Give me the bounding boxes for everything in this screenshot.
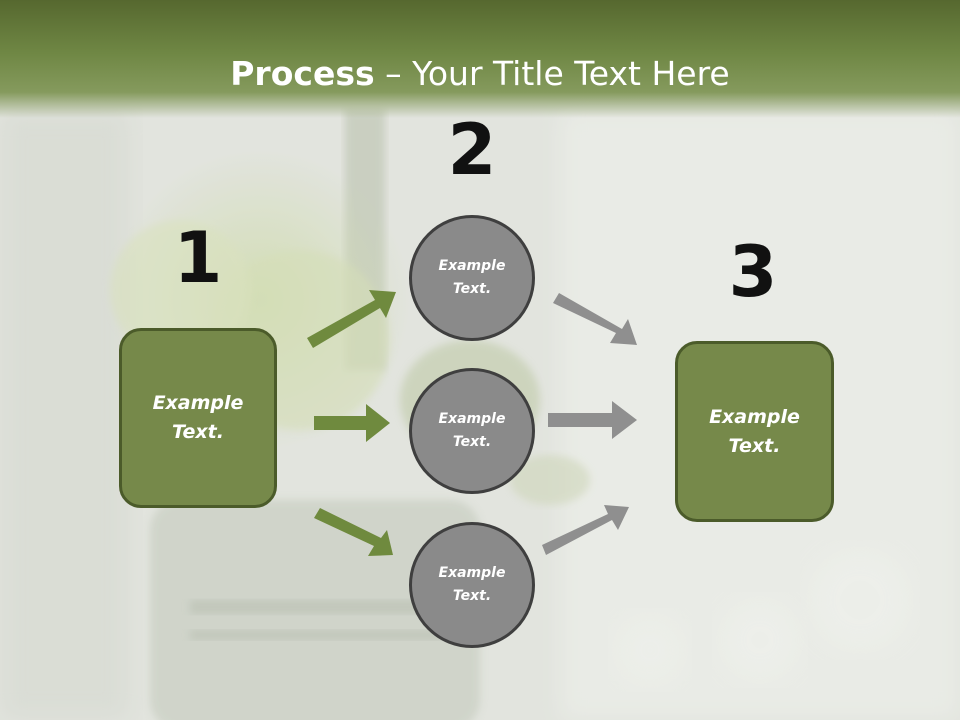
arrow-to-middle-circle: [314, 404, 390, 442]
step-number-3: 3: [728, 231, 778, 313]
step-1-text-line1: Example: [152, 392, 244, 414]
arrow-to-bottom-circle: [314, 508, 393, 556]
step-number-2: 2: [447, 109, 497, 191]
circle-top-line1: Example: [438, 258, 506, 274]
step-3-text-line2: Text.: [728, 434, 781, 457]
slide-title[interactable]: Process – Your Title Text Here: [0, 52, 960, 96]
arrow-to-top-circle: [307, 290, 396, 348]
step-2-circle-top[interactable]: Example Text.: [409, 215, 535, 341]
step-2-circle-bottom[interactable]: Example Text.: [409, 522, 535, 648]
step-3-text-line1: Example: [709, 405, 800, 428]
step-2-circle-middle[interactable]: Example Text.: [409, 368, 535, 494]
circle-bottom-line1: Example: [438, 565, 506, 581]
step-number-1: 1: [173, 217, 223, 299]
arrow-from-bottom-circle: [542, 505, 629, 555]
circle-middle-line1: Example: [438, 411, 506, 427]
title-bar: [0, 0, 960, 118]
title-rest: – Your Title Text Here: [374, 54, 730, 93]
step-3-box[interactable]: Example Text.: [675, 341, 834, 522]
arrow-from-top-circle: [553, 293, 637, 345]
circle-bottom-line2: Text.: [452, 588, 492, 604]
title-bold: Process: [230, 54, 375, 93]
circle-middle-line2: Text.: [452, 434, 492, 450]
circle-top-line2: Text.: [452, 281, 492, 297]
step-1-box[interactable]: Example Text.: [119, 328, 277, 508]
arrow-from-middle-circle: [548, 401, 637, 439]
step-1-text-line2: Text.: [172, 421, 224, 443]
